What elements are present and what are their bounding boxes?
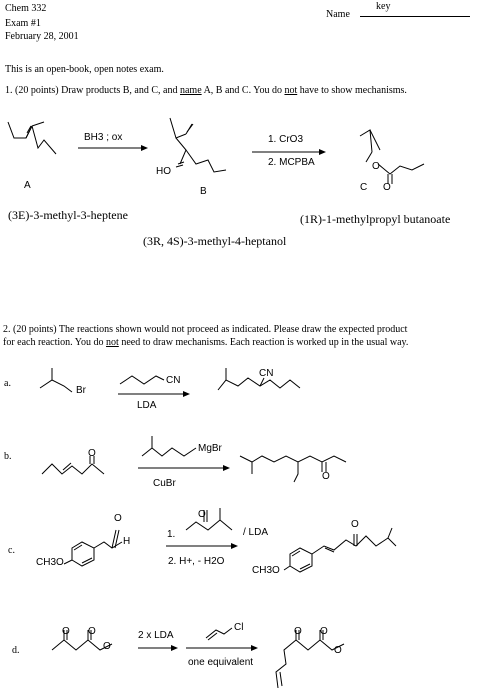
name-value: key [376,1,391,12]
q1-prompt-part: A, B and C. You do [201,85,285,96]
q1-ester-o2: O [383,182,391,193]
q1-label-c: C [360,182,368,193]
q1-prompt-part: 1. (20 points) Draw products B, and C, a… [5,85,180,96]
q2d-o-1: O [62,626,70,637]
q2a-reagent [119,375,165,385]
q2d-product-o-2: O [320,626,328,637]
q2c-reactant-ome: CH3O [36,557,64,568]
q2d-product-o-3: O [334,645,342,656]
date-label: February 28, 2001 [5,31,79,42]
q1-name-a: (3E)-3-methyl-3-heptene [8,208,128,222]
q2a-reactant [39,368,73,393]
q2d-reagent [205,627,233,641]
q2d-o-2: O [88,626,96,637]
q1-label-b: B [200,186,207,197]
q2b-arrow [138,465,230,471]
q2c-letter: c. [8,545,15,556]
q1-prompt-part: have to show mechanisms. [297,85,407,96]
q2b-reactant-o: O [88,448,96,459]
q2b-product-o: O [322,471,330,482]
q1-ester-o1: O [372,161,380,172]
q2c-reactant-h: H [123,536,131,547]
q2a-reactant-br: Br [76,385,86,396]
q2b-reagent-mgbr: MgBr [198,443,222,454]
q2-prompt-line2: for each reaction. You do not need to dr… [3,337,408,349]
q2c-step1: 1. [167,529,176,540]
q2c-product [283,527,397,573]
q2a-product [217,368,301,391]
q1-prompt-name: name [179,85,202,96]
q2d-reactant [51,630,113,651]
q2b-reagent [141,436,197,457]
q2b-reactant [41,456,105,475]
q2-prompt-line1: 2. (20 points) The reactions shown would… [3,324,408,335]
q1-label-a: A [24,180,31,191]
name-label: Name [326,9,350,20]
q2d-reagent-cl: Cl [234,622,244,633]
name-underline [360,16,470,17]
q2-prompt-part: for each reaction. You do [3,337,107,348]
q1-prompt-not: not [284,85,298,96]
q2d-product [275,630,345,689]
structure-a [7,121,57,155]
q1-name-b: (3R, 4S)-3-methyl-4-heptanol [143,234,287,248]
q2d-arrow-1 [138,645,178,651]
arrow-2 [252,149,326,155]
q2a-product-cn: CN [259,368,274,379]
q2d-arrow-2 [186,645,258,651]
q1-name-c: (1R)-1-methylpropyl butanoate [300,212,451,226]
q2a-reagent-lda: LDA [137,400,157,411]
q1-prompt: 1. (20 points) Draw products B, and C, a… [5,85,407,97]
q2c-arrow [166,543,238,549]
q2b-product [239,455,347,483]
exam-label: Exam #1 [5,18,41,29]
q2c-reagent [185,508,233,531]
q2d-reagent-equiv: one equivalent [188,657,254,668]
intro-text: This is an open-book, open notes exam. [5,64,164,75]
q2c-product-o: O [351,519,359,530]
q1-label-ho: HO [156,166,171,177]
structure-b [169,117,227,173]
q2c-reactant-o: O [114,513,122,524]
q2a-letter: a. [4,378,11,389]
q2d-product-o-1: O [294,626,302,637]
q2c-ketone-o: O [198,509,206,520]
q2-prompt-not: not [106,337,119,348]
structure-c [359,129,425,184]
q2b-reagent-cubr: CuBr [153,478,176,489]
q1-reagent-2b: 2. MCPBA [268,157,315,168]
q2a-arrow [118,391,190,397]
q2a-reagent-cn: CN [166,375,181,386]
q1-reagent-1: BH3 ; ox [84,132,123,143]
q2c-reactant [63,529,123,567]
q2d-reagent-lda: 2 x LDA [138,630,174,641]
q2c-step2: 2. H+, - H2O [168,556,225,567]
q2c-product-ome: CH3O [252,565,280,576]
q2c-step1-suffix: / LDA [243,527,269,538]
arrow-1 [78,145,148,151]
q2-prompt-part: need to draw mechanisms. Each reaction i… [118,337,409,348]
q2b-letter: b. [4,451,12,462]
q1-reagent-2a: 1. CrO3 [268,134,304,145]
course-label: Chem 332 [5,3,47,14]
q2d-letter: d. [12,645,20,656]
